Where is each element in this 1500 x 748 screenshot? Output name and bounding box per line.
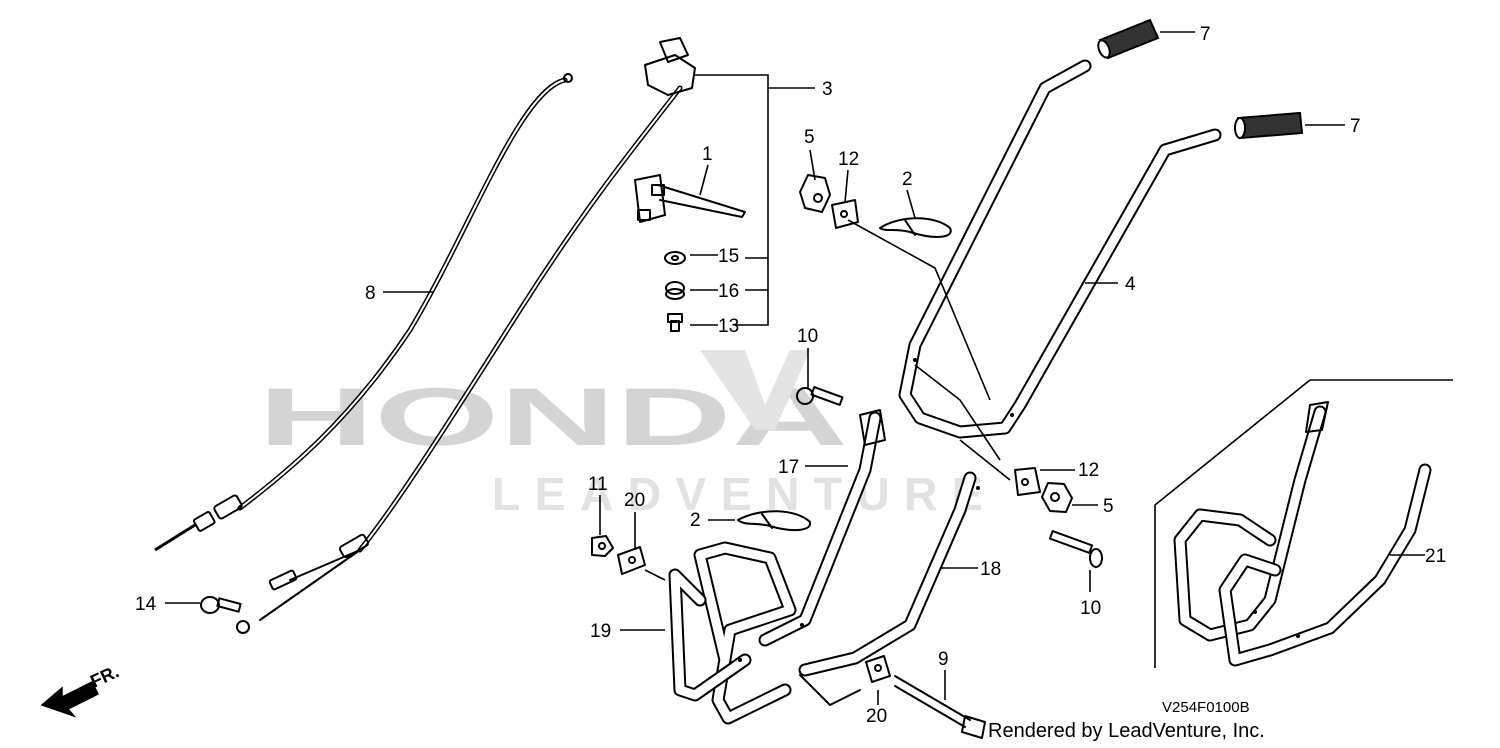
- cable-band-2-upper: [879, 217, 952, 238]
- callout-1: 1: [702, 144, 713, 165]
- callout-11: 11: [588, 474, 608, 495]
- callout-16: 16: [718, 281, 739, 302]
- knob-5-upper: [799, 174, 831, 213]
- frame-19: [668, 541, 797, 725]
- callout-8: 8: [365, 283, 376, 304]
- bolt-10-lower: [1048, 530, 1103, 568]
- knob-5-lower: [1041, 482, 1073, 513]
- grip-7-upper: [1097, 18, 1160, 60]
- clip-12-upper: [831, 199, 859, 229]
- clip-12-lower: [1014, 467, 1041, 496]
- bolt-13: [667, 313, 683, 332]
- callout-4: 4: [1125, 274, 1136, 295]
- callout-13: 13: [718, 316, 739, 337]
- callout-10: 10: [1080, 598, 1101, 619]
- callout-2: 2: [690, 510, 701, 531]
- bolt-9: [894, 675, 986, 739]
- diagram-code: V254F0100B: [1162, 699, 1250, 716]
- nut-11: [591, 535, 614, 557]
- watermark-dealer: LEADVENTURE: [492, 468, 997, 520]
- callout-2: 2: [902, 169, 913, 190]
- callout-19: 19: [590, 621, 611, 642]
- callout-10: 10: [797, 326, 818, 347]
- bar-17: [758, 409, 886, 647]
- callout-7: 7: [1200, 24, 1211, 45]
- washer-15: [664, 251, 686, 265]
- cable-band-2-lower: [737, 510, 812, 532]
- callout-12: 12: [838, 149, 859, 170]
- cable-3: [236, 37, 696, 634]
- render-credit: Rendered by LeadVenture, Inc.: [988, 720, 1265, 742]
- cable-8: [154, 73, 573, 552]
- leader-lines: [165, 31, 1425, 705]
- callout-12: 12: [1078, 460, 1099, 481]
- bolt-14: [200, 596, 242, 614]
- callout-14: 14: [135, 594, 157, 615]
- callout-17: 17: [778, 457, 799, 478]
- watermark: HONDA LEADVENTURE: [258, 350, 997, 520]
- lever-1: [634, 174, 746, 223]
- callout-20: 20: [866, 706, 887, 727]
- callout-9: 9: [938, 649, 949, 670]
- bolt-10-upper: [796, 386, 844, 406]
- handle-4: [898, 59, 1222, 439]
- inset-21: [1154, 379, 1453, 668]
- callout-7: 7: [1350, 116, 1361, 137]
- callout-20: 20: [624, 490, 645, 511]
- clip-20-upper: [617, 546, 646, 575]
- callout-3: 3: [822, 79, 833, 100]
- callout-15: 15: [718, 246, 739, 267]
- callout-21: 21: [1425, 546, 1446, 567]
- clip-20-lower: [865, 655, 891, 683]
- grip-7-lower: [1234, 111, 1304, 140]
- washer-16: [665, 281, 685, 300]
- front-direction-arrow: FR.: [40, 661, 122, 718]
- callout-5: 5: [1103, 496, 1114, 517]
- watermark-logo: [700, 350, 810, 430]
- bar-18: [798, 471, 980, 706]
- callout-18: 18: [980, 559, 1001, 580]
- callout-5: 5: [804, 127, 815, 148]
- callouts: 1 2 2 3 4 5 5 7 7 8 9 10 10 11 12 12 13 …: [135, 24, 1446, 727]
